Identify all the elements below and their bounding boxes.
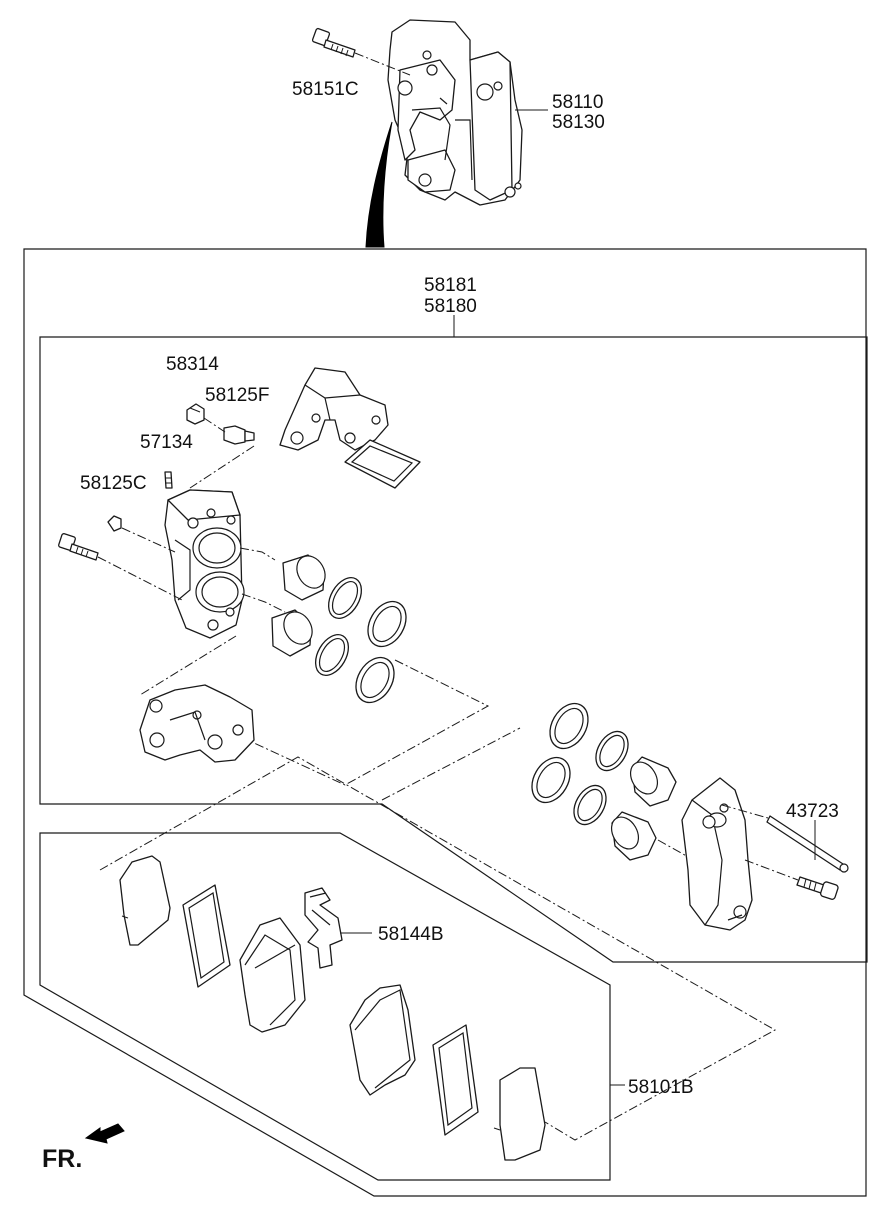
label-bleeder-screw-c: 58125C (80, 473, 147, 494)
bleeder-cap (186, 403, 205, 425)
seals-right (531, 702, 629, 826)
caliper-bracket (279, 367, 389, 451)
label-guide-rod: 43723 (786, 801, 839, 822)
bleeder-screw-f (203, 417, 255, 445)
assembly-arrow (365, 121, 393, 248)
label-pad-kit: 58101B (628, 1077, 694, 1098)
label-kit-2: 58180 (424, 296, 477, 317)
label-anti-rattle-clip: 58144B (378, 924, 444, 945)
caliper-housing-left (164, 489, 245, 639)
caliper-assembly (387, 19, 523, 206)
caliper-housing-right (681, 777, 753, 931)
housing-bolt (58, 533, 183, 601)
shim-plate-right (432, 1024, 479, 1136)
kit-frame (39, 336, 868, 963)
label-kit-1: 58181 (424, 275, 477, 296)
seals-left (314, 577, 407, 704)
brake-pad-left (239, 917, 306, 1033)
label-bleeder-screw-f: 58125F (205, 385, 269, 406)
outer-frame (23, 248, 867, 1197)
brake-pad-right (349, 984, 416, 1096)
label-bleeder-cap: 58314 (166, 354, 219, 375)
label-caliper-assembly-2: 58130 (552, 112, 605, 133)
label-pin: 57134 (140, 432, 193, 453)
anti-rattle-clip (304, 887, 343, 969)
pistons-right (610, 756, 677, 861)
gasket (344, 439, 421, 489)
label-caliper-assembly-1: 58110 (552, 92, 603, 113)
housing-bolt-right (744, 859, 839, 900)
guide-rod (721, 804, 849, 873)
label-caliper-bolt: 58151C (292, 79, 359, 100)
bleeder-screw-c (107, 515, 176, 553)
shim-left (119, 855, 171, 946)
pin (164, 471, 173, 489)
label-front: FR. (42, 1145, 82, 1173)
caliper-bolt (311, 27, 411, 76)
caliper-bracket-lower (139, 684, 255, 763)
front-arrow (84, 1123, 125, 1144)
pad-kit-frame (39, 832, 611, 1181)
pistons-left (271, 554, 326, 657)
shim-right (493, 1067, 546, 1161)
shim-plate-left (182, 884, 231, 988)
